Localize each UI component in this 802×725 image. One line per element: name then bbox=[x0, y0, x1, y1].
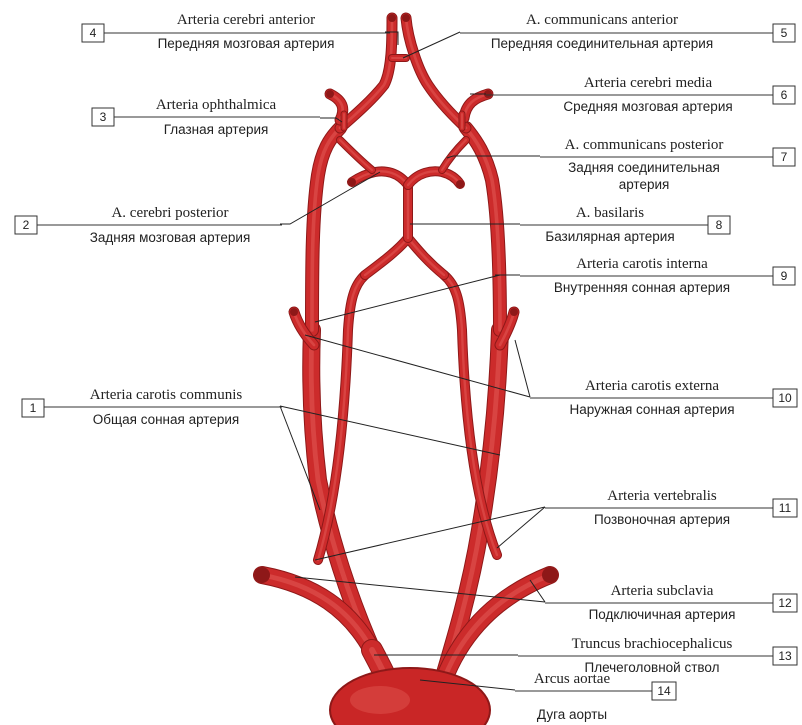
label-8-latin: A. basilaris bbox=[576, 205, 644, 221]
left-subclavian-end bbox=[254, 567, 270, 583]
svg-text:12: 12 bbox=[778, 596, 792, 610]
leader-7 bbox=[447, 156, 540, 158]
svg-text:5: 5 bbox=[781, 26, 788, 40]
svg-text:4: 4 bbox=[90, 26, 97, 40]
right-anterior-end bbox=[402, 14, 410, 22]
label-9-russian: Внутренняя сонная артерия bbox=[554, 280, 730, 295]
label-1-latin: Arteria carotis communis bbox=[90, 387, 243, 403]
right-posterior-end bbox=[456, 180, 464, 188]
label-7-russian-line2: артерия bbox=[619, 177, 670, 192]
label-3-russian: Глазная артерия bbox=[164, 122, 269, 137]
label-6: 6 Arteria cerebri media Средняя мозговая… bbox=[486, 75, 795, 114]
svg-text:1: 1 bbox=[30, 401, 37, 415]
label-13-latin: Truncus brachiocephalicus bbox=[572, 636, 733, 652]
label-10: 10 Arteria carotis externa Наружная сонн… bbox=[530, 378, 797, 417]
svg-text:11: 11 bbox=[779, 501, 792, 515]
label-11: 11 Arteria vertebralis Позвоночная артер… bbox=[545, 488, 797, 527]
label-3-latin: Arteria ophthalmica bbox=[156, 97, 277, 113]
right-subclavian-end bbox=[542, 567, 558, 583]
label-5: 5 A. communicans anterior Передняя соеди… bbox=[460, 12, 795, 51]
label-11-latin: Arteria vertebralis bbox=[607, 488, 717, 504]
label-5-russian: Передняя соединительная артерия bbox=[491, 36, 713, 51]
svg-text:8: 8 bbox=[716, 218, 723, 232]
label-14-russian: Дуга аорты bbox=[537, 707, 607, 722]
label-5-latin: A. communicans anterior bbox=[526, 12, 678, 28]
right-anterior-cerebral-hi bbox=[406, 18, 466, 128]
label-4-russian: Передняя мозговая артерия bbox=[158, 36, 335, 51]
svg-text:2: 2 bbox=[23, 218, 30, 232]
svg-text:14: 14 bbox=[657, 684, 671, 698]
leader-10b bbox=[515, 340, 530, 397]
label-3: 3 Arteria ophthalmica Глазная артерия bbox=[92, 97, 320, 137]
leader-11 bbox=[315, 507, 545, 560]
leader-11b bbox=[497, 507, 545, 548]
label-7-russian: Задняя соединительная bbox=[568, 160, 720, 175]
svg-text:10: 10 bbox=[778, 391, 792, 405]
label-4: 4 Arteria cerebri anterior Передняя мозг… bbox=[82, 12, 390, 51]
label-8: 8 A. basilaris Базилярная артерия bbox=[520, 205, 730, 244]
label-4-latin: Arteria cerebri anterior bbox=[177, 12, 315, 28]
left-posterior-end bbox=[348, 178, 356, 186]
right-anterior-cerebral bbox=[406, 18, 466, 128]
label-12-latin: Arteria subclavia bbox=[611, 583, 714, 599]
left-posterior-communicating-hi bbox=[340, 140, 372, 170]
label-9-latin: Arteria carotis interna bbox=[576, 256, 708, 272]
label-10-latin: Arteria carotis externa bbox=[585, 378, 719, 394]
label-1: 1 Arteria carotis communis Общая сонная … bbox=[22, 387, 282, 427]
label-13: 13 Truncus brachiocephalicus Плечеголовн… bbox=[518, 636, 797, 675]
label-14: 14 Arcus aortae Дуга аорты bbox=[515, 671, 676, 722]
label-12-russian: Подключичная артерия bbox=[589, 607, 736, 622]
svg-text:6: 6 bbox=[781, 88, 788, 102]
label-7-latin: A. communicans posterior bbox=[565, 137, 724, 153]
left-vertebral bbox=[318, 275, 365, 560]
label-6-latin: Arteria cerebri media bbox=[584, 75, 713, 91]
right-external-end bbox=[510, 308, 518, 316]
label-1-russian: Общая сонная артерия bbox=[93, 412, 239, 427]
artery-illustration bbox=[254, 14, 558, 725]
svg-text:13: 13 bbox=[778, 649, 792, 663]
label-11-russian: Позвоночная артерия bbox=[594, 512, 730, 527]
label-9: 9 Arteria carotis interna Внутренняя сон… bbox=[520, 256, 795, 295]
label-6-russian: Средняя мозговая артерия bbox=[563, 99, 732, 114]
arcus-aortae-highlight bbox=[350, 686, 410, 714]
label-12: 12 Arteria subclavia Подключичная артери… bbox=[545, 583, 797, 622]
left-middle-end bbox=[326, 90, 334, 98]
label-2-russian: Задняя мозговая артерия bbox=[90, 230, 251, 245]
label-2: 2 A. cerebri posterior Задняя мозговая а… bbox=[15, 205, 282, 245]
label-7: 7 A. communicans posterior Задняя соедин… bbox=[540, 137, 795, 192]
label-14-latin: Arcus aortae bbox=[534, 671, 611, 687]
label-2-latin: A. cerebri posterior bbox=[111, 205, 228, 221]
left-anterior-end bbox=[388, 14, 396, 22]
svg-text:3: 3 bbox=[100, 110, 107, 124]
left-external-end bbox=[290, 308, 298, 316]
svg-text:9: 9 bbox=[781, 269, 788, 283]
label-10-russian: Наружная сонная артерия bbox=[569, 402, 734, 417]
right-anterior-cerebral-edge bbox=[406, 18, 466, 128]
label-8-russian: Базилярная артерия bbox=[545, 229, 674, 244]
left-internal-carotid bbox=[312, 128, 340, 330]
svg-text:7: 7 bbox=[781, 150, 788, 164]
